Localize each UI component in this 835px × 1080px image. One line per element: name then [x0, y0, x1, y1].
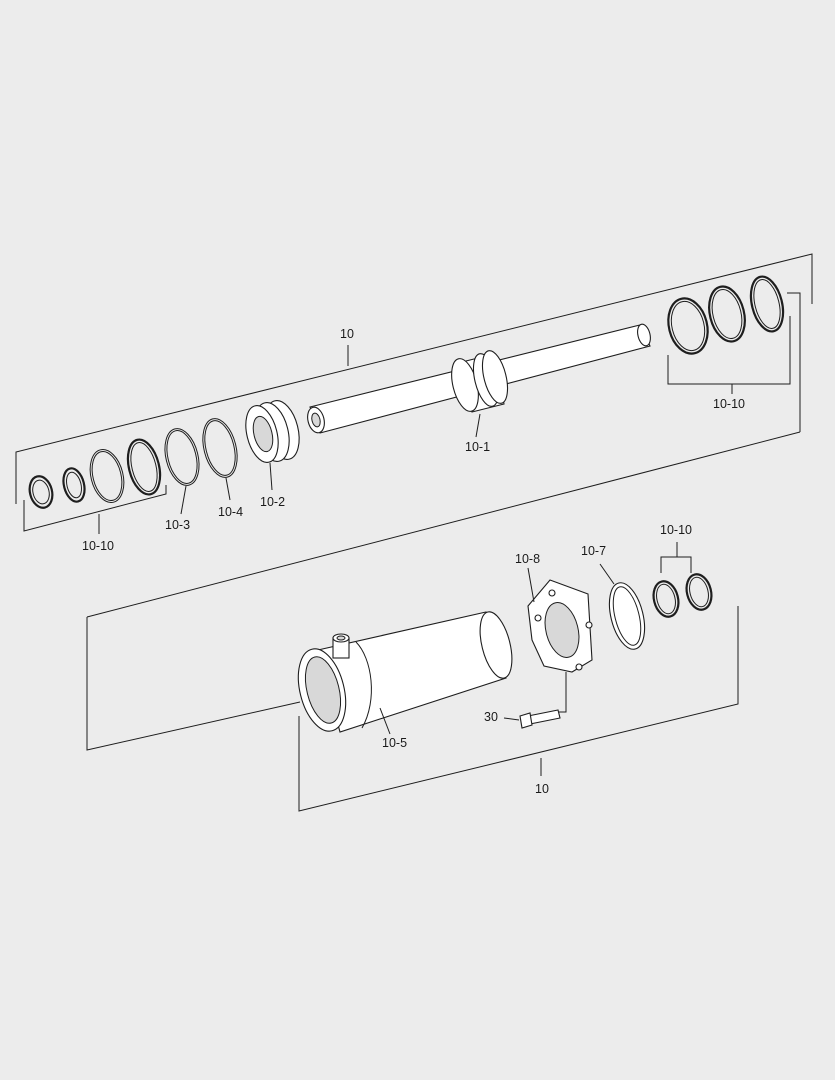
callout-bottom-assembly: 10: [535, 782, 549, 796]
seal-kit-bottom: [652, 573, 713, 618]
gland: [527, 567, 593, 713]
lock-ring: [599, 563, 646, 650]
callout-tube: 10-5: [382, 736, 407, 750]
callout-ring-a: 10-3: [165, 518, 190, 532]
callout-ring-b: 10-4: [218, 505, 243, 519]
callout-seal-kit-top-left: 10-10: [82, 539, 114, 553]
piston: [245, 400, 300, 491]
top-group-frame: [15, 253, 813, 751]
callout-lock-ring: 10-7: [581, 544, 606, 558]
callout-seal-kit-bottom: 10-10: [660, 523, 692, 537]
callout-gland: 10-8: [515, 552, 540, 566]
seal-kit-top-left: [23, 438, 167, 534]
callout-rod: 10-1: [465, 440, 490, 454]
bottom-group-frame: [298, 542, 739, 812]
callout-bolt: 30: [484, 710, 498, 724]
piston-rod: [307, 323, 651, 438]
callout-top-assembly: 10: [340, 327, 354, 341]
callout-seal-kit-top-right: 10-10: [713, 397, 745, 411]
rings-10-3-10-4: [164, 418, 238, 515]
cylinder-tube: [297, 611, 513, 735]
callout-piston: 10-2: [260, 495, 285, 509]
seal-kit-top-right: [667, 275, 801, 432]
bolt: [503, 709, 561, 729]
